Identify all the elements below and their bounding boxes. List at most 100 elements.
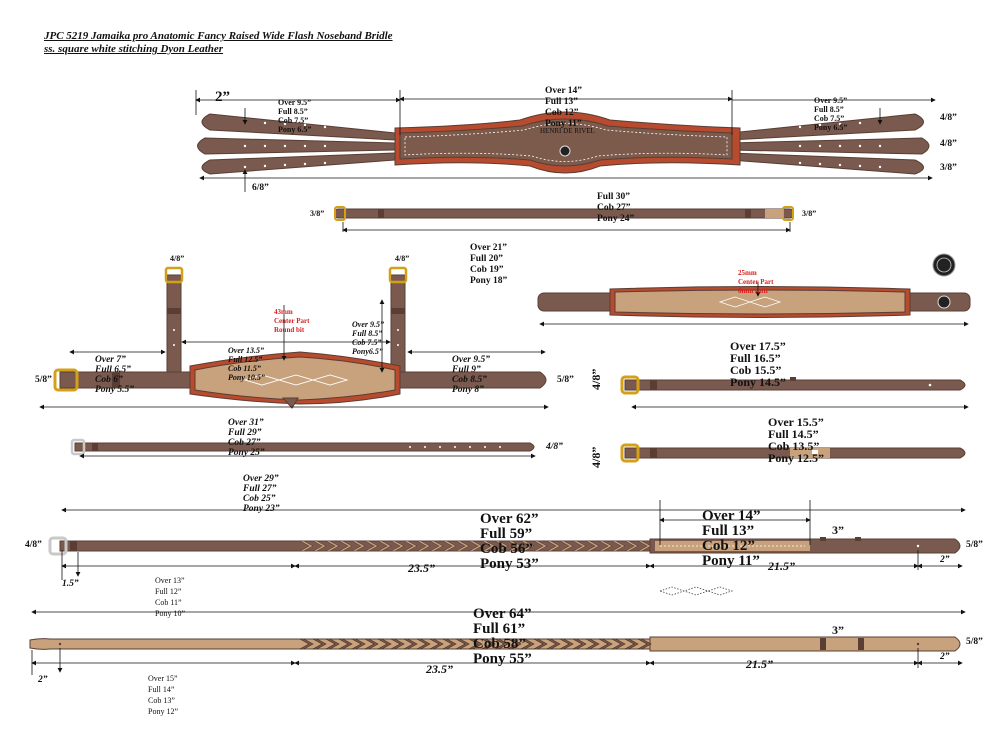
stitch-sample <box>658 586 734 596</box>
lace-chevron <box>506 540 522 552</box>
rein2-stop-len: 3” <box>832 623 844 637</box>
lace-chevron <box>324 638 340 650</box>
size-line: Full 14.5” <box>768 427 819 441</box>
lace-chevron <box>467 540 483 552</box>
noseband-width-label: 2” <box>215 89 230 105</box>
browband-disc <box>937 295 951 309</box>
noseband-total-sizes: Full 30”Cob 27”Pony 24” <box>597 170 634 247</box>
rein2-end-len: 2” <box>38 675 48 685</box>
rein1-right-width: 5/8” <box>966 540 983 550</box>
size-line: Over 9.5” <box>814 96 848 105</box>
noseband-brand-text: HENRI DE RIVEL <box>540 127 595 135</box>
rein1-stop-len: 3” <box>832 523 844 537</box>
lace-chevron <box>454 540 470 552</box>
size-line: Pony 18” <box>470 276 508 286</box>
note-line: Center Part <box>738 278 774 286</box>
size-line: Pony 25” <box>228 448 265 458</box>
size-line: Full 8.5” <box>352 329 383 338</box>
headstall-cheek-mid-sizes: Over 13.5”Full 12.5”Cob 11.5”Pony 10.5” <box>228 328 265 400</box>
lace-chevron <box>532 638 548 650</box>
size-line: Cob 27” <box>228 438 261 448</box>
headstall-cheek-right-sizes: Over 9.5”Full 9”Cob 8.5”Pony 8” <box>452 335 490 415</box>
size-line: Over 29” <box>243 474 279 484</box>
lace-chevron <box>636 638 652 650</box>
rein-2-drawing <box>29 609 966 675</box>
lace-chevron <box>571 540 587 552</box>
size-line: Pony 6.5” <box>278 125 312 134</box>
size-line: Pony 5.5” <box>95 385 135 395</box>
cheekpiece-drawing <box>620 375 969 463</box>
noseband-strap-left-top <box>201 113 396 141</box>
note-line: 25mm <box>738 269 757 277</box>
lace-chevron <box>480 540 496 552</box>
note-line: Round bit <box>274 326 305 334</box>
size-line: Cob 11.5” <box>228 364 261 373</box>
size-line: Pony 10.5” <box>228 373 265 382</box>
bridle-spec-sheet: JPC 5219 Jamaika pro Anatomic Fancy Rais… <box>25 30 983 716</box>
size-line: Over 9.5” <box>278 98 312 107</box>
size-line: Pony 6.5” <box>814 123 848 132</box>
headstall-end-left-width: 5/8” <box>35 375 52 385</box>
lace-chevron <box>584 540 600 552</box>
size-line: Pony 11” <box>702 553 760 569</box>
size-line: Cob 7.5” <box>814 114 845 123</box>
lace-chevron <box>402 540 418 552</box>
noseband-right-sizes: Over 9.5”Full 8.5”Cob 7.5”Pony 6.5” <box>814 78 847 150</box>
lace-chevron <box>454 638 470 650</box>
note-line: Center Part <box>274 317 310 325</box>
size-line: Cob 12” <box>545 108 579 118</box>
lace-chevron <box>311 540 327 552</box>
size-line: Pony 11” <box>545 119 582 129</box>
lace-chevron <box>558 638 574 650</box>
size-line: Full 30” <box>597 192 630 202</box>
size-line: Cob 13.5” <box>768 439 820 453</box>
lace-chevron <box>545 638 561 650</box>
headstall-drawing <box>39 266 549 410</box>
rein2-tip-len: 2” <box>940 652 950 662</box>
lace-chevron <box>636 540 652 552</box>
noseband-center <box>399 118 733 167</box>
lace-chevron <box>376 540 392 552</box>
headstall-right-strap-width: 4/8” <box>395 254 410 263</box>
rein2-lace-len: 23.5” <box>426 662 453 676</box>
size-line: Pony 12.5” <box>768 451 825 465</box>
lace-chevron <box>506 638 522 650</box>
size-line: Over 62” <box>480 511 539 527</box>
rein1-buckle-end-sizes: Over 13” Full 12” Cob 11” Pony 10” <box>155 553 185 641</box>
noseband-strap-width-1: 4/8” <box>940 113 957 123</box>
lace-chevron <box>311 638 327 650</box>
size-line: Over 14” <box>545 86 583 96</box>
noseband-stitching <box>404 123 728 162</box>
headstall-cheek-left-sizes: Over 7”Full 6.5”Cob 6”Pony 5.5” <box>95 335 134 415</box>
rein2-right-width: 5/8” <box>966 637 983 647</box>
size-line: Full 8.5” <box>278 107 308 116</box>
lace-chevron <box>389 540 405 552</box>
size-line: Full 13” <box>702 523 755 539</box>
browband-sizes: Over 17.5”Full 16.5”Cob 15.5”Pony 14.5” <box>730 316 786 412</box>
title-line-1: JPC 5219 Jamaika pro Anatomic Fancy Rais… <box>44 30 393 42</box>
size-line: Cob 11” <box>155 598 182 607</box>
size-line: Cob 6” <box>95 375 123 385</box>
noseband-logo-disc <box>559 145 571 157</box>
lace-chevron <box>623 638 639 650</box>
lace-chevron <box>298 540 314 552</box>
headstall-fancy-stitch <box>243 374 349 386</box>
lace-chevron <box>584 638 600 650</box>
rein1-lace-len: 23.5” <box>408 561 435 575</box>
lace-chevron <box>519 638 535 650</box>
lace-chevron <box>441 638 457 650</box>
size-line: Pony 55” <box>473 651 532 667</box>
noseband-strap-right-mid <box>729 137 930 155</box>
lace-chevron <box>480 638 496 650</box>
lace-chevron <box>376 638 392 650</box>
lace-chevron <box>337 638 353 650</box>
size-line: Cob 15.5” <box>730 363 782 377</box>
rein2-rubber-len: 21.5” <box>746 657 773 671</box>
size-line: Over 17.5” <box>730 339 786 353</box>
lace-chevron <box>532 540 548 552</box>
size-line: Full 12” <box>155 587 182 596</box>
size-line: Pony 8” <box>452 385 484 395</box>
size-line: Over 13” <box>155 576 185 585</box>
size-line: Pony 10” <box>155 609 185 618</box>
